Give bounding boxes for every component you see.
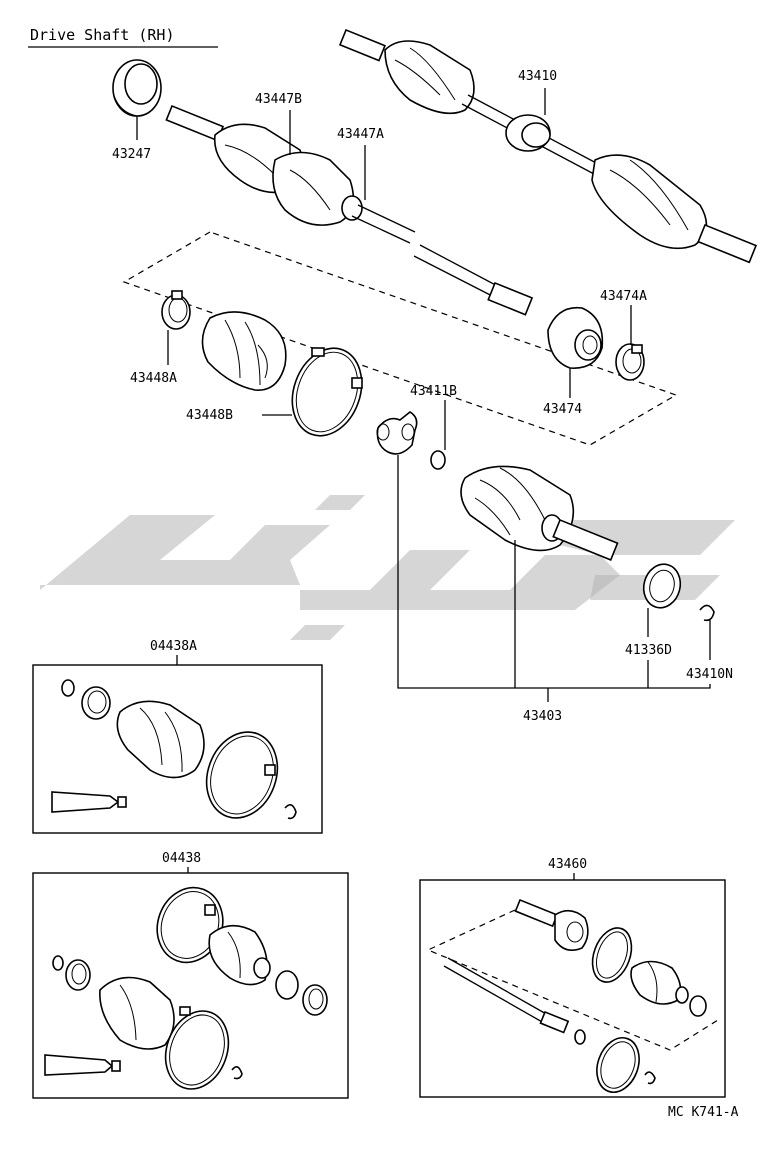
boot-inner — [201, 311, 287, 391]
kit-box-04438 — [32, 872, 349, 1099]
part-43447-shaft — [165, 104, 534, 316]
tripod-joint — [376, 411, 418, 455]
label-04438A: 04438A — [150, 639, 197, 654]
label-43403: 43403 — [523, 709, 562, 724]
dashed-group-outline — [122, 231, 678, 446]
part-43448B-band — [291, 347, 363, 437]
part-43410N-clip — [699, 604, 715, 622]
label-43447B: 43447B — [255, 92, 302, 107]
catalog-reference: MC K741-A — [668, 1105, 739, 1120]
label-43447A: 43447A — [337, 127, 384, 142]
part-41336D-ring — [642, 563, 682, 609]
part-43410-shaft — [338, 28, 758, 264]
label-41336D: 41336D — [625, 643, 672, 658]
outer-joint-housing — [460, 465, 619, 561]
label-43460: 43460 — [548, 857, 587, 872]
kit-43460-parts — [426, 898, 719, 1093]
kit-04438A-parts — [51, 679, 297, 820]
label-43448A: 43448A — [130, 371, 177, 386]
diagram-title: Drive Shaft (RH) — [30, 26, 175, 44]
label-43448B: 43448B — [186, 408, 233, 423]
label-43247: 43247 — [112, 147, 151, 162]
part-43474-damper — [547, 306, 604, 369]
label-43410N: 43410N — [686, 667, 733, 682]
label-04438: 04438 — [162, 851, 201, 866]
part-43247-ring — [112, 59, 162, 117]
part-43448A-clamp — [161, 290, 191, 330]
label-43410: 43410 — [518, 69, 557, 84]
label-43474: 43474 — [543, 402, 582, 417]
bracket-43403 — [397, 455, 711, 689]
part-43411B-snap-ring — [430, 450, 446, 470]
label-43411B: 43411B — [410, 384, 457, 399]
watermark-logo — [40, 495, 735, 640]
label-43474A: 43474A — [600, 289, 647, 304]
kit-04438-parts — [44, 886, 328, 1090]
kit-box-43460 — [419, 879, 726, 1098]
kit-box-04438A — [32, 664, 323, 834]
part-43474A-clamp — [615, 343, 645, 381]
